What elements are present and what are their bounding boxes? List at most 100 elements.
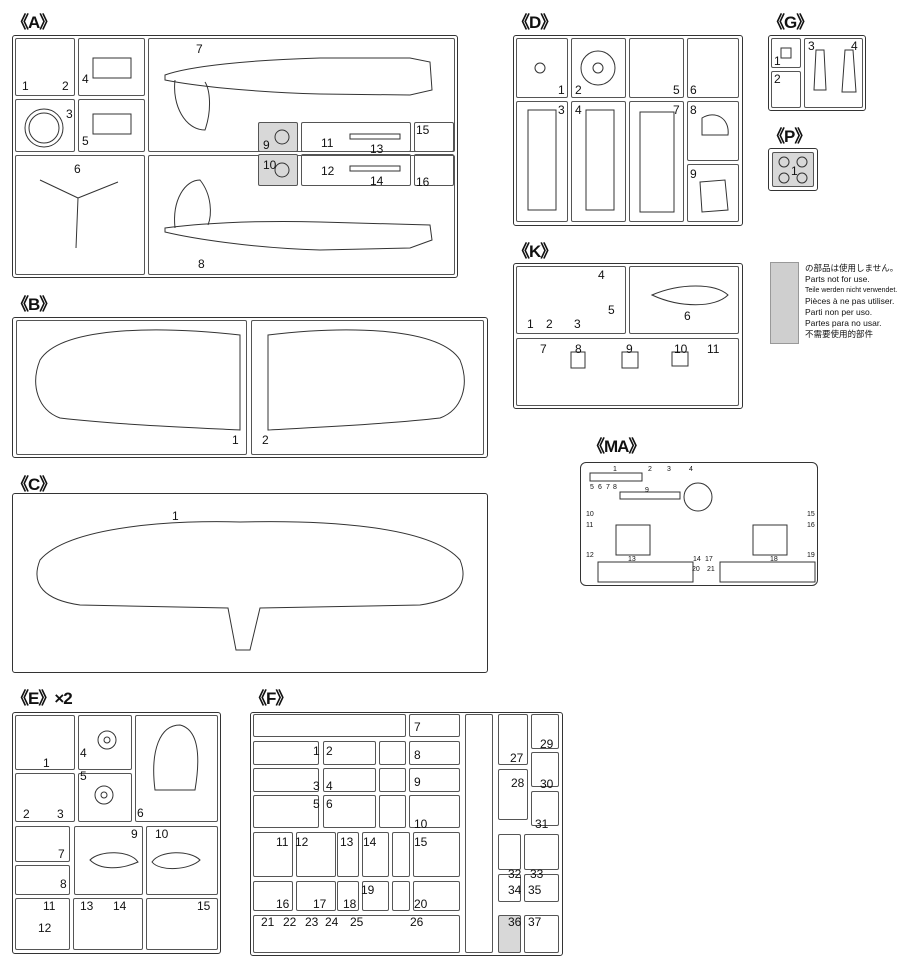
part-number-label: 3 (574, 317, 581, 331)
part-number-label: 2 (648, 466, 652, 473)
unused-parts-legend: の部品は使用しません。Parts not for use.Teile werde… (805, 263, 898, 340)
sprue-f-cell (531, 791, 559, 826)
part-number-label: 26 (410, 915, 424, 929)
part-number-label: 31 (535, 817, 549, 831)
part-number-label: 6 (690, 83, 697, 97)
part-number-label: 15 (414, 835, 428, 849)
sprue-k-cell (516, 266, 626, 334)
sprue-c-title: 《C》 (12, 475, 56, 494)
part-number-label: 4 (326, 779, 333, 793)
part-number-label: 13 (628, 556, 636, 563)
part-number-label: 8 (414, 748, 421, 762)
sprue-d-cell (629, 38, 684, 98)
part-number-label: 9 (131, 827, 138, 841)
part-number-label: 11 (321, 136, 334, 150)
sprue-a-cell (15, 155, 145, 275)
sprue-f-cell (409, 714, 460, 737)
part-number-label: 13 (340, 835, 354, 849)
part-number-label: 2 (62, 79, 69, 93)
sprue-f-cell (379, 795, 406, 828)
part-number-label: 32 (508, 867, 522, 881)
sprue-f-cell (498, 834, 521, 870)
sprue-a-frame (12, 35, 458, 278)
sprue-k-cell (516, 338, 739, 406)
sprue-f-cell (392, 832, 410, 877)
part-number-label: 5 (80, 769, 87, 783)
sprue-e-cell (15, 715, 75, 770)
sprue-e-title: 《E》×2 (12, 689, 73, 708)
part-number-label: 36 (508, 915, 522, 929)
sprue-e-cell (146, 898, 218, 950)
legend-line: Partes para no usar. (805, 318, 882, 328)
sprue-b-cell (16, 320, 247, 455)
sprue-f-cell (465, 714, 493, 953)
sprue-d-cell (687, 164, 739, 222)
legend-line: Pièces à ne pas utiliser. (805, 296, 895, 306)
legend-line: Teile werden nicht verwendet. (805, 287, 898, 294)
sprue-a-cell (414, 154, 454, 186)
sprue-f-cell (323, 768, 376, 792)
part-number-label: 16 (276, 897, 290, 911)
part-number-label: 15 (416, 123, 430, 137)
part-number-label: 8 (575, 342, 582, 356)
sprue-f-cell (531, 714, 559, 749)
part-number-label: 2 (575, 83, 582, 97)
sprue-f-cell (524, 874, 559, 902)
sprue-e-cell (15, 773, 75, 822)
sprue-k-frame (513, 263, 743, 409)
sprue-g-frame (768, 35, 866, 111)
part-number-label: 2 (262, 433, 269, 447)
part-number-label: 12 (295, 835, 309, 849)
sprue-ma-title: 《MA》 (588, 437, 645, 456)
sprue-e-cell (15, 898, 70, 950)
part-number-label: 10 (263, 158, 277, 172)
part-number-label: 5 (590, 484, 594, 491)
sprue-e-cell (78, 773, 132, 822)
part-number-label: 2 (546, 317, 553, 331)
sprue-f-cell (498, 714, 528, 765)
part-number-label: 35 (528, 883, 542, 897)
part-number-label: 11 (707, 342, 720, 356)
part-number-label: 13 (80, 899, 94, 913)
sprue-e-cell (73, 898, 143, 950)
sprue-e-cell (15, 865, 70, 895)
sprue-a-cell (414, 122, 454, 152)
part-number-label: 18 (770, 556, 778, 563)
sprue-ma-frame (580, 462, 818, 586)
part-number-label: 18 (343, 897, 357, 911)
sprue-f-cell (498, 769, 528, 820)
legend-line: Parti non per uso. (805, 307, 873, 317)
part-number-label: 28 (511, 776, 525, 790)
sprue-d-cell (687, 38, 739, 98)
part-number-label: 16 (416, 175, 430, 189)
sprue-f-cell (253, 881, 293, 911)
part-number-label: 3 (57, 807, 64, 821)
part-number-label: 8 (198, 257, 205, 271)
part-number-label: 14 (693, 556, 701, 563)
part-number-label: 4 (851, 39, 858, 53)
part-number-label: 15 (807, 511, 815, 518)
sprue-f-cell (323, 795, 376, 828)
sprue-a-unused-cell (258, 122, 298, 152)
part-number-label: 1 (43, 756, 50, 770)
part-number-label: 10 (674, 342, 688, 356)
legend-line: Parts not for use. (805, 274, 870, 284)
sprue-f-cell (362, 832, 389, 877)
sprue-e-cell (74, 826, 143, 895)
sprue-f-cell (253, 915, 460, 953)
part-number-label: 25 (350, 915, 364, 929)
part-number-label: 9 (645, 487, 649, 494)
part-number-label: 7 (673, 103, 680, 117)
part-number-label: 6 (137, 806, 144, 820)
part-number-label: 24 (325, 915, 339, 929)
legend-line: 不需要使用的部件 (805, 329, 874, 339)
part-number-label: 17 (705, 556, 713, 563)
sprue-f-cell (409, 741, 460, 765)
sprue-k-title: 《K》 (513, 242, 557, 261)
sprue-b-frame (12, 317, 488, 458)
part-number-label: 8 (690, 103, 697, 117)
part-number-label: 29 (540, 737, 554, 751)
part-number-label: 8 (613, 484, 617, 491)
part-number-label: 7 (540, 342, 547, 356)
part-number-label: 9 (414, 775, 421, 789)
